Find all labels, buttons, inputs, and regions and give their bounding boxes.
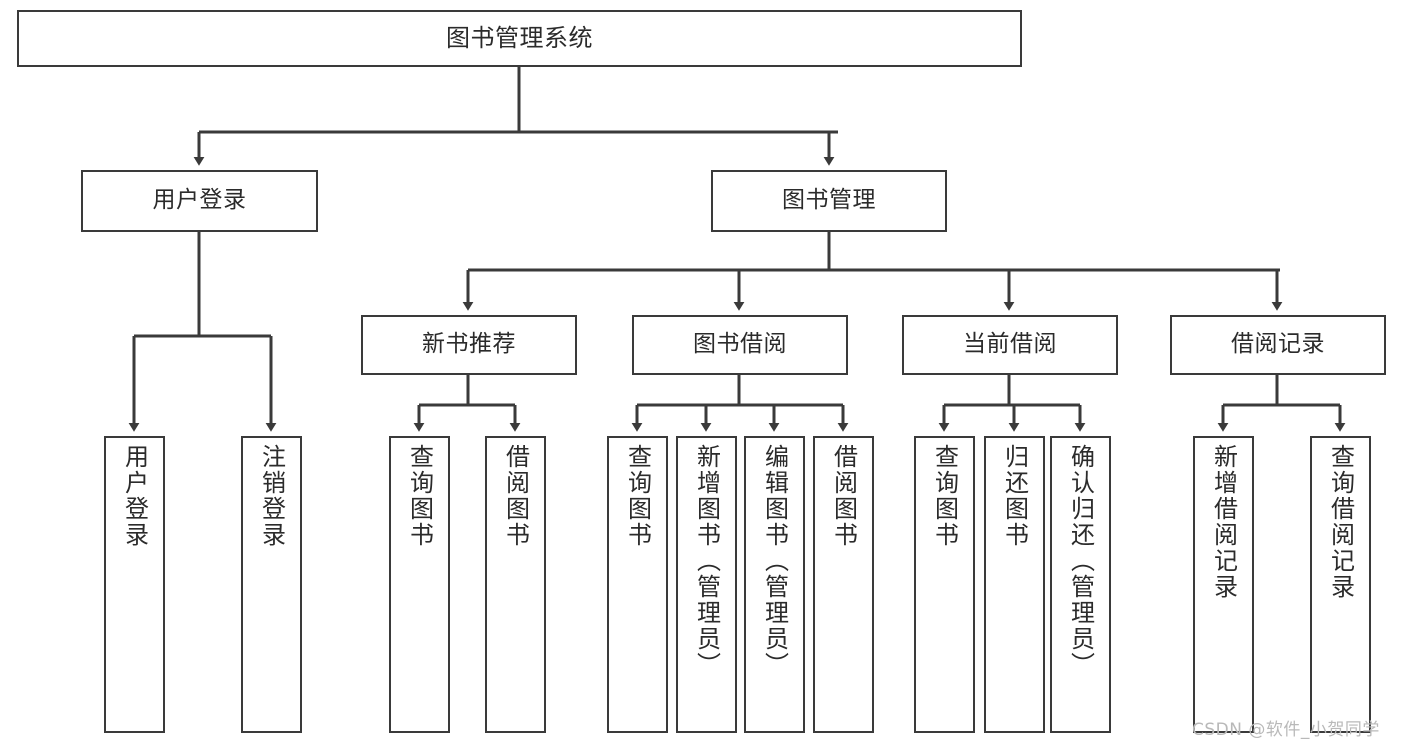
node-label: 查询图书 [623,444,652,548]
node-label: 当前借阅 [963,331,1057,358]
node-current-borrow[interactable]: 当前借阅 [902,315,1118,375]
node-leaf-edit-book-admin[interactable]: 编辑图书（管理员） [744,436,805,733]
node-leaf-user-login[interactable]: 用户登录 [104,436,165,733]
node-leaf-query-book-borrow[interactable]: 查询图书 [607,436,668,733]
node-borrow-record[interactable]: 借阅记录 [1170,315,1386,375]
node-book-management[interactable]: 图书管理 [711,170,947,232]
watermark-text: CSDN @软件_小贺同学 [1192,720,1380,740]
node-leaf-query-borrow-record[interactable]: 查询借阅记录 [1310,436,1371,733]
node-label: 查询图书 [930,444,959,548]
node-leaf-add-book-admin[interactable]: 新增图书（管理员） [676,436,737,733]
node-leaf-logout[interactable]: 注销登录 [241,436,302,733]
node-label: 借阅图书 [829,444,858,548]
node-label: 新书推荐 [422,331,516,358]
node-label: 编辑图书（管理员） [760,444,789,678]
node-label: 用户登录 [120,444,149,548]
node-leaf-borrow-book[interactable]: 借阅图书 [813,436,874,733]
node-root-book-management-system[interactable]: 图书管理系统 [17,10,1022,67]
node-leaf-borrow-book-recommend[interactable]: 借阅图书 [485,436,546,733]
node-leaf-confirm-return-admin[interactable]: 确认归还（管理员） [1050,436,1111,733]
node-label: 借阅记录 [1231,331,1325,358]
node-label: 图书管理 [782,187,876,214]
node-leaf-query-book-current[interactable]: 查询图书 [914,436,975,733]
node-book-borrow[interactable]: 图书借阅 [632,315,848,375]
node-label: 查询借阅记录 [1326,444,1355,600]
node-label: 查询图书 [405,444,434,548]
node-label: 图书借阅 [693,331,787,358]
node-label: 新增图书（管理员） [692,444,721,678]
node-leaf-return-book[interactable]: 归还图书 [984,436,1045,733]
node-label: 借阅图书 [501,444,530,548]
node-label: 用户登录 [152,187,247,214]
node-user-login[interactable]: 用户登录 [81,170,318,232]
node-label: 注销登录 [257,444,286,548]
node-new-book-recommend[interactable]: 新书推荐 [361,315,577,375]
node-label: 新增借阅记录 [1209,444,1238,600]
node-leaf-add-borrow-record[interactable]: 新增借阅记录 [1193,436,1254,733]
node-label: 图书管理系统 [446,24,593,53]
node-leaf-query-book-recommend[interactable]: 查询图书 [389,436,450,733]
node-label: 归还图书 [1000,444,1029,548]
node-label: 确认归还（管理员） [1066,444,1095,678]
